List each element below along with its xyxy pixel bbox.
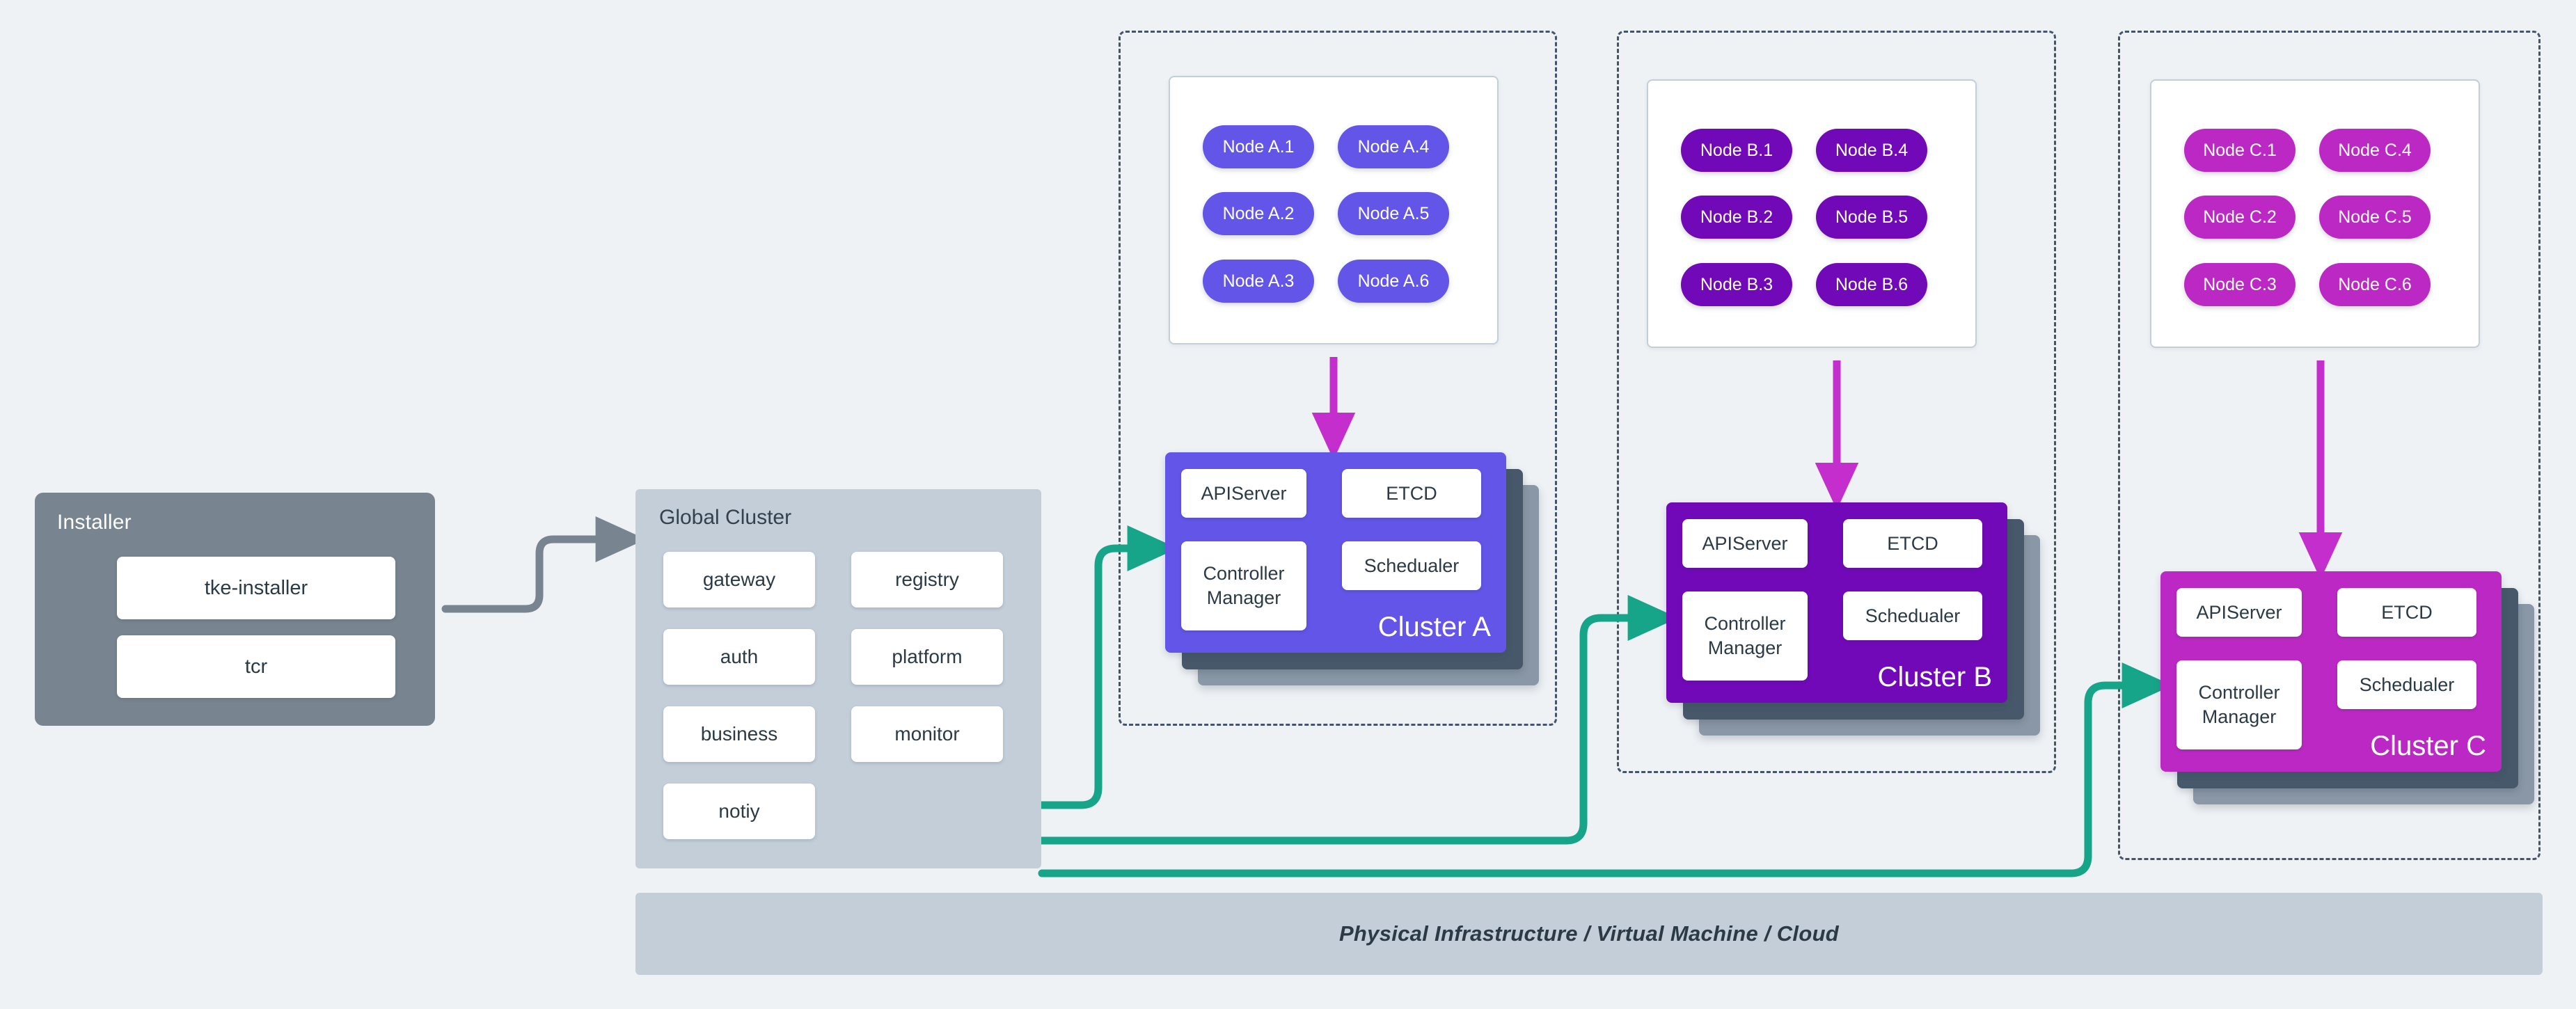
cluster-b-nodes-panel: Node B.1 Node B.2 Node B.3 Node B.4 Node… — [1647, 79, 1977, 348]
cluster-c-card: APIServer ETCD Controller Manager Schedu… — [2160, 571, 2502, 772]
cluster-a-scheduler[interactable]: Schedualer — [1342, 541, 1481, 590]
global-item-notiy[interactable]: notiy — [663, 784, 815, 839]
cluster-b-controller-manager-line2: Manager — [1707, 637, 1783, 658]
cluster-c-boundary — [2118, 31, 2541, 860]
cluster-a-controller-manager-line1: Controller — [1203, 563, 1285, 585]
global-cluster-title: Global Cluster — [659, 506, 792, 529]
cluster-a-nodes-panel: Node A.1 Node A.2 Node A.3 Node A.4 Node… — [1169, 76, 1499, 344]
arrow-installer-to-global — [441, 516, 647, 613]
cluster-c-scheduler[interactable]: Schedualer — [2337, 660, 2476, 709]
node-a-2[interactable]: Node A.2 — [1203, 192, 1314, 235]
installer-item-tcr[interactable]: tcr — [117, 635, 395, 698]
global-item-business[interactable]: business — [663, 706, 815, 762]
node-c-2[interactable]: Node C.2 — [2184, 196, 2296, 239]
global-item-platform[interactable]: platform — [851, 629, 1003, 685]
node-b-6[interactable]: Node B.6 — [1816, 263, 1927, 306]
cluster-a-label: Cluster A — [1377, 612, 1491, 642]
node-b-4[interactable]: Node B.4 — [1816, 129, 1927, 172]
node-c-1[interactable]: Node C.1 — [2184, 129, 2296, 172]
installer-panel: Installer tke-installer tcr — [35, 493, 435, 726]
installer-item-tke-installer[interactable]: tke-installer — [117, 557, 395, 619]
node-a-3[interactable]: Node A.3 — [1203, 260, 1314, 303]
global-item-gateway[interactable]: gateway — [663, 552, 815, 607]
cluster-b-controller-manager[interactable]: Controller Manager — [1682, 591, 1808, 681]
cluster-c-label: Cluster C — [2370, 731, 2486, 761]
global-cluster-panel: Global Cluster gateway auth business not… — [635, 489, 1041, 868]
node-b-3[interactable]: Node B.3 — [1681, 263, 1792, 306]
infrastructure-bar: Physical Infrastructure / Virtual Machin… — [635, 893, 2543, 975]
node-a-1[interactable]: Node A.1 — [1203, 125, 1314, 168]
cluster-a-controller-manager[interactable]: Controller Manager — [1181, 541, 1306, 630]
cluster-a-controller-manager-line2: Manager — [1206, 587, 1281, 608]
cluster-c-controller-manager-line1: Controller — [2198, 682, 2280, 704]
global-item-registry[interactable]: registry — [851, 552, 1003, 607]
cluster-b-controller-manager-line1: Controller — [1704, 613, 1786, 635]
node-c-4[interactable]: Node C.4 — [2319, 129, 2431, 172]
cluster-c-controller-manager-line2: Manager — [2202, 706, 2277, 727]
cluster-a-apiserver[interactable]: APIServer — [1181, 469, 1306, 518]
global-item-auth[interactable]: auth — [663, 629, 815, 685]
cluster-b-card: APIServer ETCD Controller Manager Schedu… — [1666, 502, 2007, 703]
node-c-5[interactable]: Node C.5 — [2319, 196, 2431, 239]
node-b-2[interactable]: Node B.2 — [1681, 196, 1792, 239]
installer-title: Installer — [57, 511, 132, 534]
node-c-3[interactable]: Node C.3 — [2184, 263, 2296, 306]
infrastructure-label: Physical Infrastructure / Virtual Machin… — [1338, 921, 1840, 946]
cluster-b-label: Cluster B — [1877, 662, 1993, 692]
cluster-b-etcd[interactable]: ETCD — [1843, 519, 1982, 568]
cluster-a-etcd[interactable]: ETCD — [1342, 469, 1481, 518]
node-a-5[interactable]: Node A.5 — [1338, 192, 1449, 235]
cluster-c-nodes-panel: Node C.1 Node C.2 Node C.3 Node C.4 Node… — [2150, 79, 2480, 348]
node-b-1[interactable]: Node B.1 — [1681, 129, 1792, 172]
cluster-c-apiserver[interactable]: APIServer — [2176, 588, 2302, 637]
node-a-4[interactable]: Node A.4 — [1338, 125, 1449, 168]
cluster-c-etcd[interactable]: ETCD — [2337, 588, 2476, 637]
node-c-6[interactable]: Node C.6 — [2319, 263, 2431, 306]
node-a-6[interactable]: Node A.6 — [1338, 260, 1449, 303]
cluster-c-controller-manager[interactable]: Controller Manager — [2176, 660, 2302, 749]
node-b-5[interactable]: Node B.5 — [1816, 196, 1927, 239]
cluster-a-card: APIServer ETCD Controller Manager Schedu… — [1165, 452, 1506, 653]
global-item-monitor[interactable]: monitor — [851, 706, 1003, 762]
cluster-b-scheduler[interactable]: Schedualer — [1843, 591, 1982, 640]
cluster-b-apiserver[interactable]: APIServer — [1682, 519, 1808, 568]
